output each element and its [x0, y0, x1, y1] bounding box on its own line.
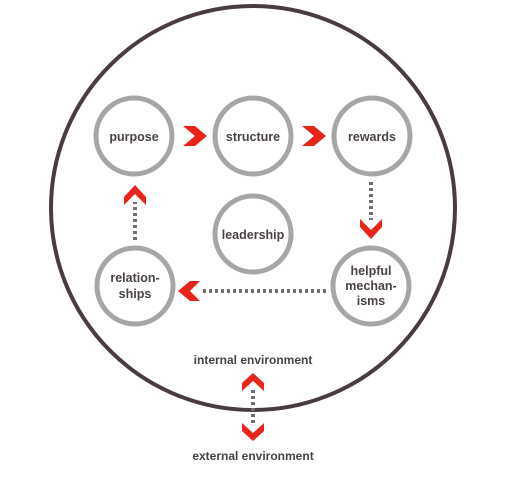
chevron-up-icon	[242, 373, 264, 391]
node-relationships-label-1: relation-	[110, 271, 159, 285]
chevron-down-icon	[242, 423, 264, 441]
node-leadership: leadership	[212, 193, 294, 275]
chevron-right-icon	[302, 126, 326, 146]
chevron-up-icon	[124, 185, 146, 205]
node-rewards-label: rewards	[348, 130, 396, 144]
node-structure: structure	[212, 95, 294, 177]
node-helpful-mechanisms: helpful mechan- isms	[330, 245, 412, 327]
node-helpful-mechanisms-label-2: mechan-	[345, 279, 396, 293]
internal-environment-label: internal environment	[194, 353, 313, 367]
node-relationships-label-2: ships	[119, 287, 152, 301]
node-rewards: rewards	[331, 95, 413, 177]
node-structure-label: structure	[226, 130, 280, 144]
node-helpful-mechanisms-label-3: isms	[357, 294, 386, 308]
chevron-left-icon	[178, 281, 200, 301]
external-environment-label: external environment	[192, 449, 313, 463]
node-helpful-mechanisms-label-1: helpful	[351, 264, 392, 278]
node-relationships: relation- ships	[94, 245, 176, 327]
node-purpose: purpose	[93, 95, 175, 177]
chevron-down-icon	[360, 219, 382, 239]
node-purpose-label: purpose	[109, 130, 158, 144]
chevron-right-icon	[183, 126, 207, 146]
node-leadership-label: leadership	[222, 228, 285, 242]
